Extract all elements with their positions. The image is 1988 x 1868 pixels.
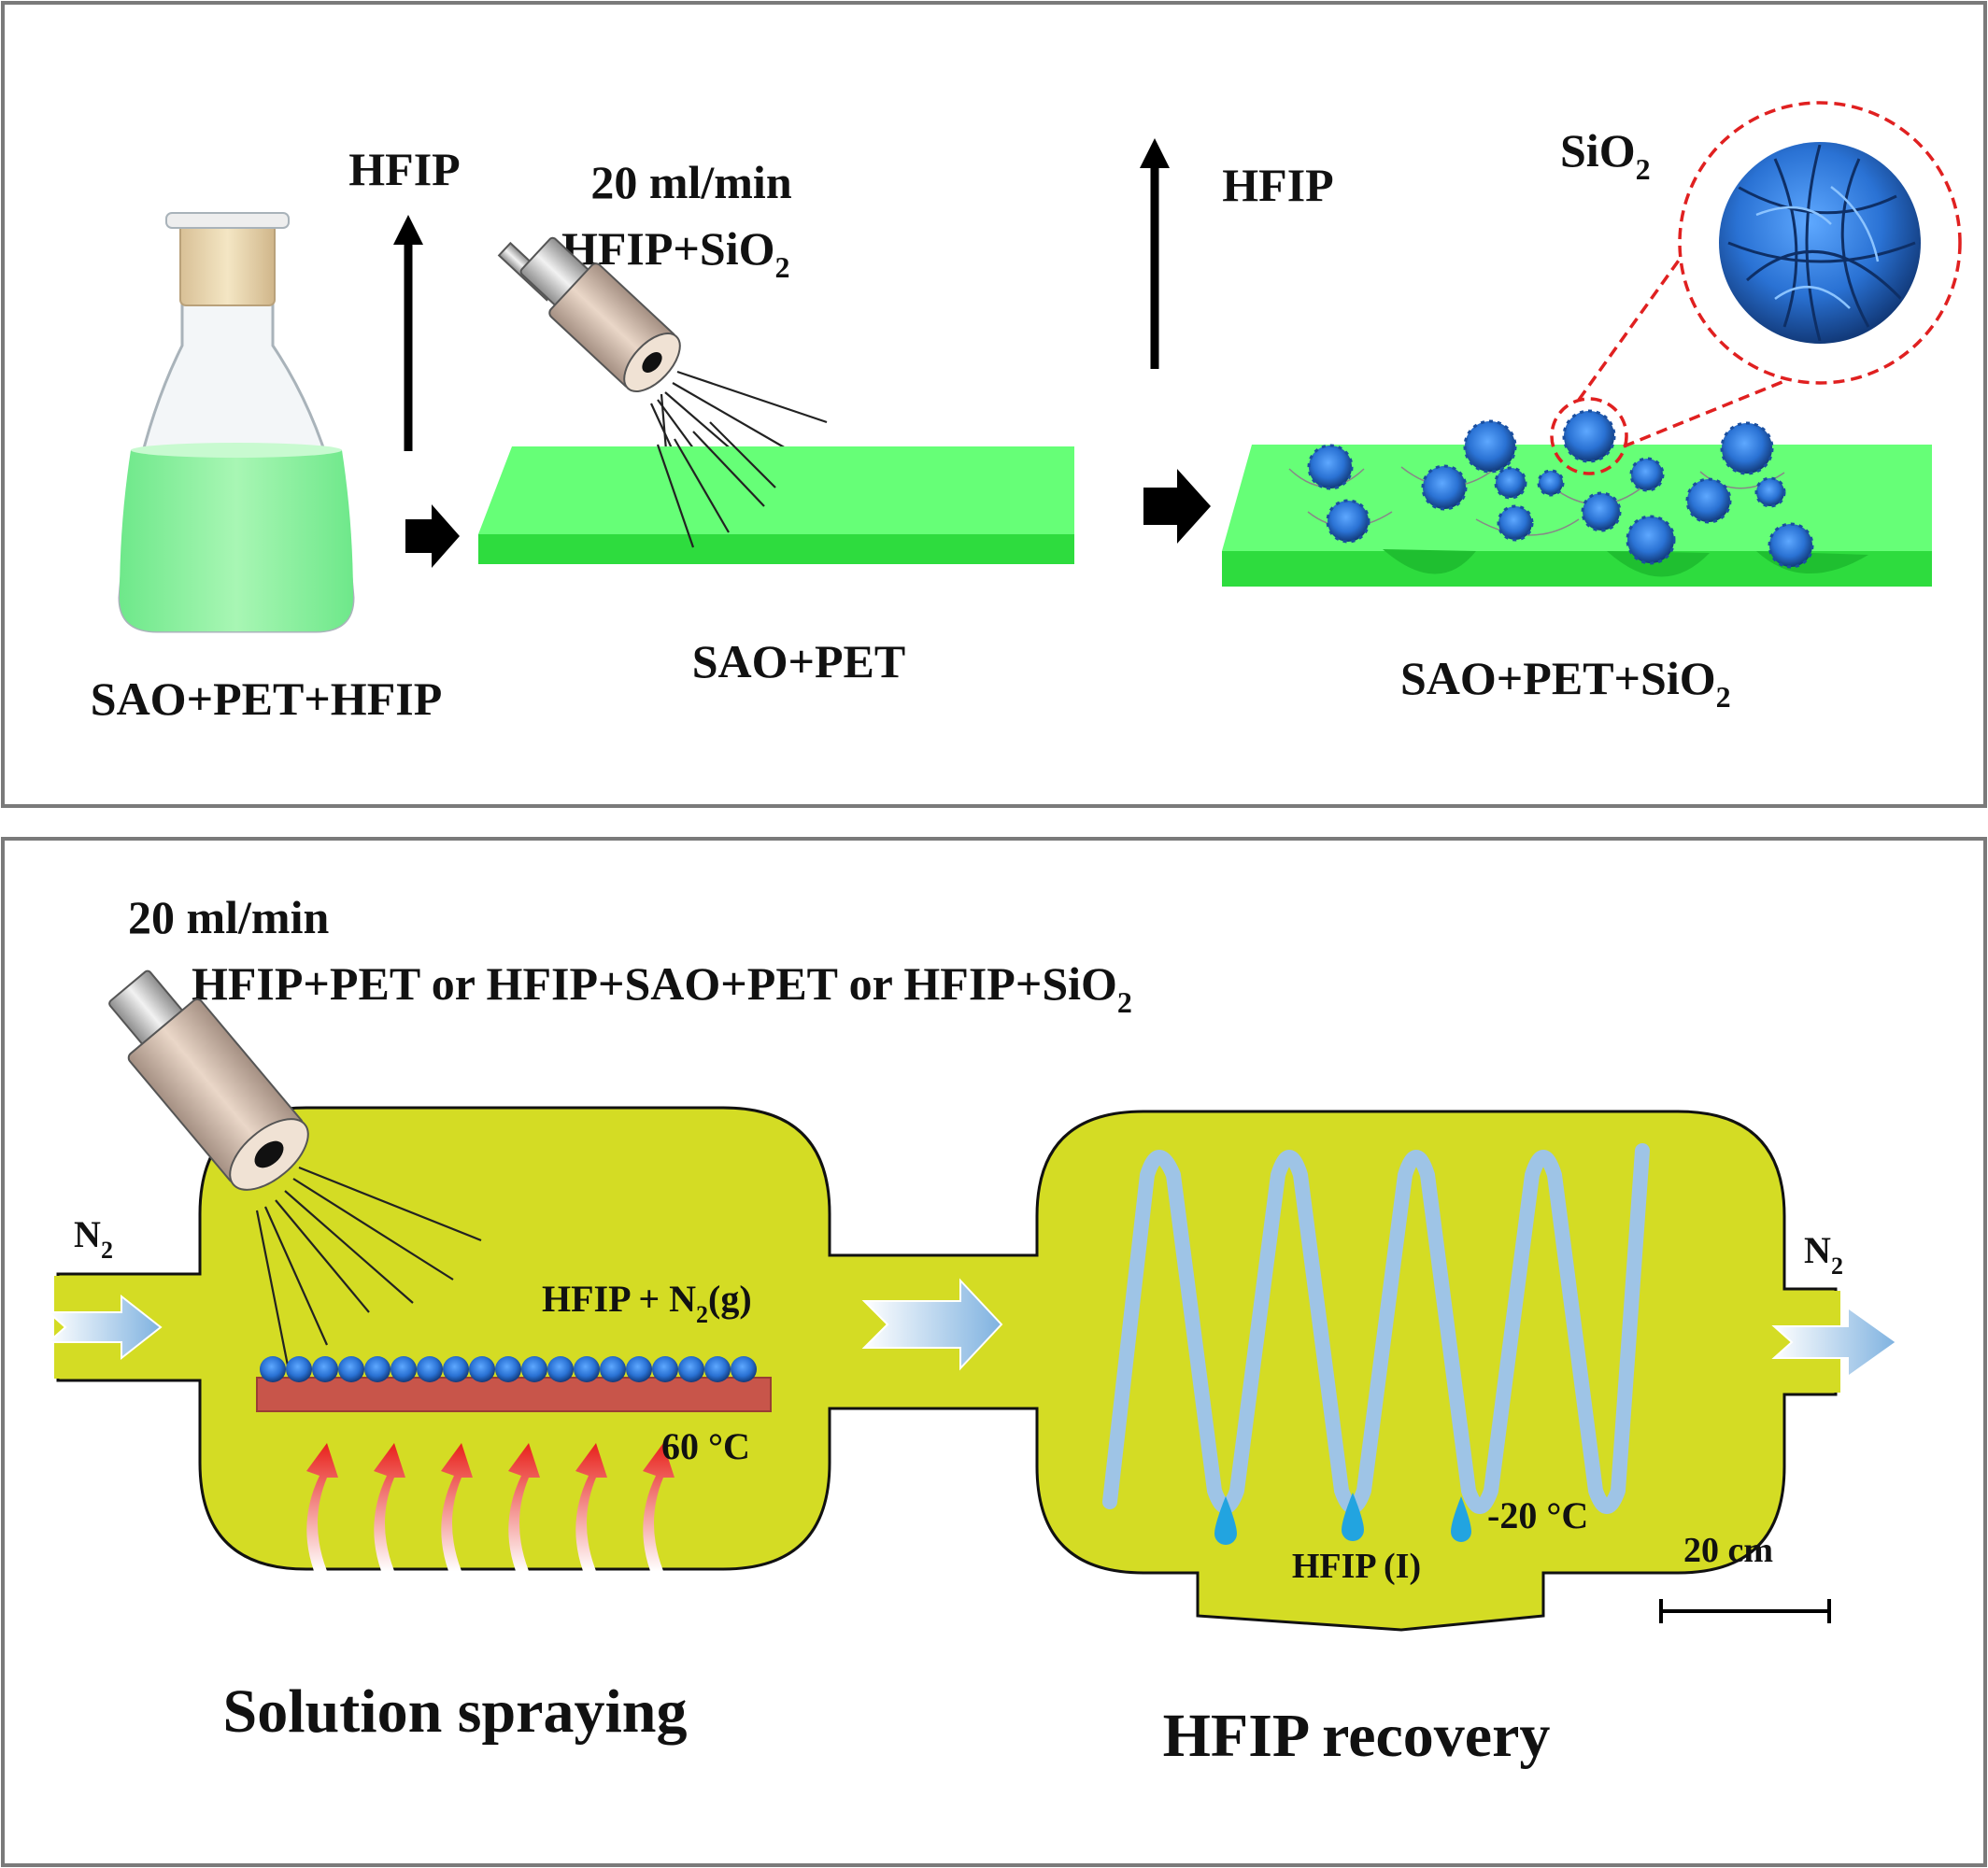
- spray-rate-bottom: 20 ml/min: [128, 891, 329, 943]
- process-arrow-icon: [1143, 469, 1211, 544]
- sio2-flower-icon: [1537, 469, 1565, 497]
- sio2-callout-label: SiO2: [1560, 124, 1651, 186]
- flask-label: SAO+PET+HFIP: [91, 672, 442, 725]
- spray-options-bottom: HFIP+PET or HFIP+SAO+PET or HFIP+SiO2: [192, 957, 1132, 1019]
- droplet-icon: [1342, 1493, 1364, 1541]
- substrate-particles: [260, 1356, 757, 1382]
- top-panel-frame: [1, 1, 1987, 808]
- spray-lines-bottom: [255, 1166, 482, 1366]
- scale-bar-label: 20 cm: [1683, 1531, 1773, 1570]
- spray-nozzle-icon: [108, 969, 309, 1191]
- spray-nozzle-icon: [497, 236, 681, 392]
- sio2-flower-icon: [1754, 476, 1786, 508]
- spray-lines-over-film: [656, 421, 776, 548]
- heat-arrow-icon: [306, 1443, 338, 1571]
- droplet-icon: [1451, 1496, 1471, 1542]
- film-label: SAO+PET: [692, 635, 906, 687]
- outlet-flow-arrow: [1771, 1306, 1898, 1379]
- heated-substrate: [256, 1377, 772, 1412]
- outlet-gas-label: N2: [1804, 1229, 1843, 1280]
- droplet-icon: [1214, 1496, 1237, 1545]
- condenser-coil: [1102, 1143, 1650, 1514]
- hfip-vapor-label-right: HFIP: [1222, 159, 1333, 211]
- sio2-zoom-callout: [1550, 101, 1962, 475]
- sio2-flower-icon: [1421, 464, 1468, 511]
- sio2-flower-icon: [1685, 477, 1732, 524]
- transfer-flow-arrow: [861, 1278, 1003, 1371]
- hfip-vapor-label-left: HFIP: [348, 143, 460, 195]
- hfip-vapor-arrow-left: [393, 215, 423, 451]
- heat-arrow-icon: [441, 1443, 473, 1571]
- sio2-flower-icon: [1326, 499, 1370, 544]
- stage-title-recovery: HFIP recovery: [1163, 1702, 1551, 1770]
- sio2-flower-icon: [1720, 421, 1774, 475]
- sio2-flower-icon: [1562, 409, 1616, 463]
- film-sao-pet: [478, 446, 1074, 564]
- mixture-label: HFIP + N2(g): [542, 1278, 752, 1328]
- heater-temp-label: 60 °C: [661, 1425, 750, 1467]
- inlet-flow-arrow: [46, 1294, 163, 1361]
- coated-film-label: SAO+PET+SiO2: [1400, 652, 1731, 714]
- erlenmeyer-flask-icon: [118, 212, 355, 633]
- heat-arrows: [306, 1443, 674, 1571]
- bottom-panel-frame: [1, 837, 1987, 1867]
- hfip-vapor-arrow-right: [1140, 138, 1170, 369]
- sio2-flower-icon: [1581, 491, 1622, 532]
- heat-arrow-icon: [374, 1443, 405, 1571]
- sio2-flower-icon: [1463, 419, 1517, 474]
- stage-title-spraying: Solution spraying: [223, 1677, 688, 1746]
- heat-arrow-icon: [575, 1443, 607, 1571]
- sio2-particles-on-film: [1307, 409, 1814, 569]
- scale-bar: [1659, 1599, 1831, 1623]
- sio2-flower-icon: [1307, 444, 1354, 490]
- inlet-gas-label: N2: [74, 1213, 113, 1264]
- heat-arrow-icon: [643, 1443, 674, 1571]
- process-arrow-icon: [405, 504, 460, 568]
- condenser-temp-label: -20 °C: [1487, 1494, 1588, 1536]
- sio2-flower-icon: [1494, 466, 1527, 500]
- sio2-flower-icon: [1626, 515, 1676, 565]
- spray-rate-top: 20 ml/min: [590, 156, 791, 208]
- sio2-flower-icon: [1629, 457, 1665, 492]
- sio2-flower-icon: [1768, 522, 1814, 569]
- sio2-flower-icon: [1497, 504, 1534, 542]
- liquid-hfip-label: HFIP (I): [1292, 1547, 1421, 1586]
- heat-arrow-icon: [508, 1443, 540, 1571]
